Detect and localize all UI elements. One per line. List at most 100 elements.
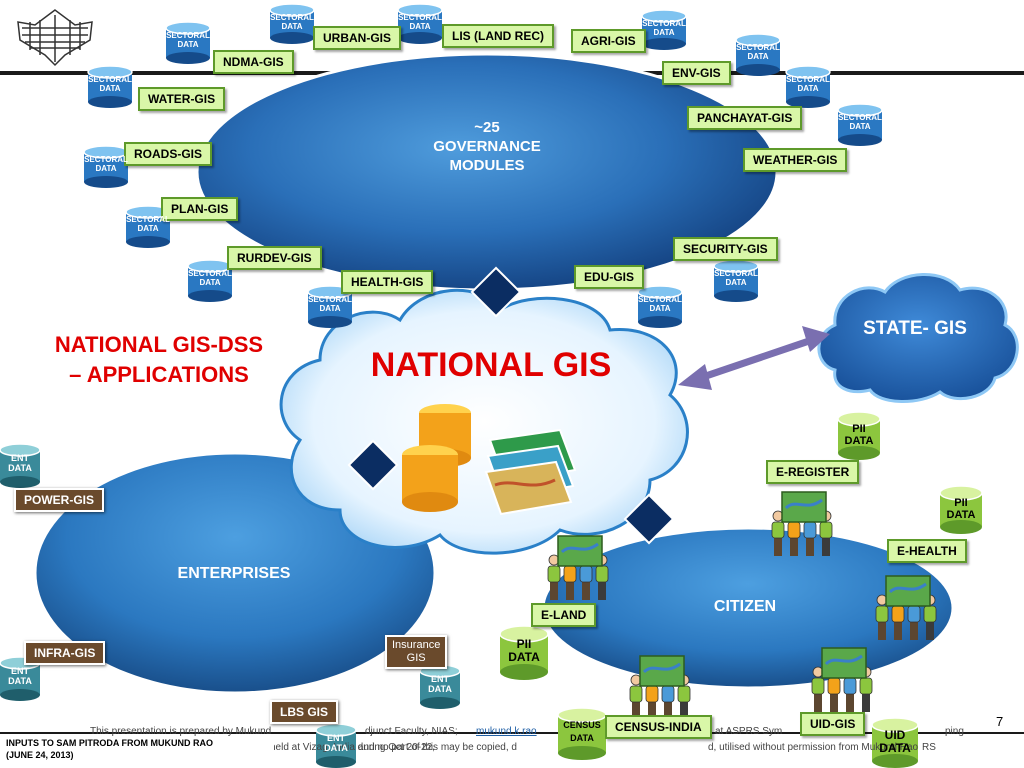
database-label-line2: DATA — [747, 52, 769, 61]
label-lis[interactable]: LIS (LAND REC) — [442, 24, 554, 48]
label-plan-gis[interactable]: PLAN-GIS — [161, 197, 239, 221]
database-label-line1: UID — [884, 728, 906, 742]
person-legs — [910, 622, 918, 640]
map-river — [560, 542, 599, 554]
database-icon — [871, 717, 919, 768]
label-uid-gis[interactable]: UID-GIS — [800, 712, 866, 736]
label-e-land[interactable]: E-LAND — [531, 603, 597, 627]
person-body — [923, 605, 937, 623]
person-body — [907, 605, 921, 623]
database-icon — [837, 411, 881, 460]
person-body — [843, 677, 857, 695]
label-e-register[interactable]: E-REGISTER — [766, 460, 860, 484]
database-label-line2: DATA — [570, 733, 594, 743]
database-label-line2: DATA — [797, 84, 819, 93]
database-icon — [307, 285, 353, 328]
database-label-line2: DATA — [653, 28, 675, 37]
database-label-line1: SECTORAL — [308, 295, 352, 304]
database-icon — [557, 707, 607, 760]
person-legs — [648, 702, 656, 720]
label-edu-gis[interactable]: EDU-GIS — [574, 265, 645, 289]
person-legs — [680, 702, 688, 720]
label-health-gis[interactable]: HEALTH-GIS — [341, 270, 434, 294]
label-env-gis[interactable]: ENV-GIS — [662, 61, 731, 85]
database-label-line2: DATA — [99, 84, 121, 93]
database-icon — [187, 259, 233, 302]
label-water-gis[interactable]: WATER-GIS — [138, 87, 226, 111]
footer-rule — [0, 732, 1024, 734]
database-label-line2: DATA — [849, 122, 871, 131]
person-body — [875, 605, 889, 623]
footer-text-1: This presentation is prepared by Mukund — [90, 726, 272, 737]
database-label-line2: DATA — [428, 684, 452, 694]
database-label-line2: DATA — [319, 304, 341, 313]
database-icon — [165, 21, 211, 64]
map-river — [642, 662, 681, 674]
database-label-line1: PII — [852, 423, 866, 435]
label-census-india[interactable]: CENSUS-INDIA — [605, 715, 712, 739]
person-legs — [862, 694, 870, 712]
person-body — [579, 565, 593, 583]
person-body — [677, 685, 691, 703]
label-weather-gis[interactable]: WEATHER-GIS — [743, 148, 848, 172]
database-label-line1: SECTORAL — [638, 295, 682, 304]
central-title: NATIONAL GIS — [370, 346, 612, 384]
database-label-line1: SECTORAL — [88, 75, 132, 84]
database-label-line1: SECTORAL — [126, 215, 170, 224]
insurance-line2: GIS — [406, 652, 426, 664]
label-infra-gis[interactable]: INFRA-GIS — [24, 641, 106, 665]
label-e-health[interactable]: E-HEALTH — [887, 539, 967, 563]
person-legs — [790, 538, 798, 556]
label-insurance-gis[interactable]: Insurance GIS — [385, 635, 448, 669]
database-cylinders — [0, 3, 983, 768]
label-power-gis[interactable]: POWER-GIS — [14, 488, 105, 512]
footer-text-4: ping — [945, 726, 964, 737]
footer-text-2: djunct Faculty, NIAS; — [365, 726, 458, 737]
person-body — [645, 685, 659, 703]
label-security-gis[interactable]: SECURITY-GIS — [673, 237, 778, 261]
person-legs — [878, 622, 886, 640]
label-rurdev-gis[interactable]: RURDEV-GIS — [227, 246, 322, 270]
database-label-line2: DATA — [281, 22, 303, 31]
database-label-line1: SECTORAL — [84, 155, 128, 164]
label-panchayat-gis[interactable]: PANCHAYAT-GIS — [687, 106, 803, 130]
side-title: NATIONAL GIS-DSS – APPLICATIONS — [14, 330, 304, 390]
label-lbs-gis[interactable]: LBS GIS — [270, 700, 339, 724]
label-ndma-gis[interactable]: NDMA-GIS — [213, 50, 294, 74]
label-urban-gis[interactable]: URBAN-GIS — [313, 26, 401, 50]
database-label-line1: ENT — [431, 674, 449, 684]
label-agri-gis[interactable]: AGRI-GIS — [571, 29, 646, 53]
governance-line2: GOVERNANCE — [433, 138, 541, 155]
footer-link[interactable]: mukund.k.rao — [476, 726, 537, 737]
database-label-line1: SECTORAL — [270, 13, 314, 22]
database-label-line2: DATA — [725, 278, 747, 287]
person-legs — [814, 694, 822, 712]
database-label-line1: ENT — [11, 666, 29, 676]
person-legs — [822, 538, 830, 556]
map-thumbnails — [557, 491, 931, 687]
insurance-line1: Insurance — [392, 639, 441, 651]
map-river — [824, 654, 863, 666]
footer-left-box: INPUTS TO SAM PITRODA FROM MUKUND RAO (J… — [6, 737, 274, 765]
gis-database-icon — [402, 404, 577, 516]
person-legs — [846, 694, 854, 712]
footer-text-7: d, utilised without permission from Muku… — [708, 742, 919, 753]
connector-citizen — [623, 493, 675, 545]
person-body — [803, 521, 817, 539]
database-label-line2: DATA — [324, 743, 348, 753]
database-label-line1: SECTORAL — [398, 13, 442, 22]
database-label-line2: DATA — [137, 224, 159, 233]
connector-enterprises — [347, 439, 399, 491]
database-icon — [397, 3, 443, 44]
label-roads-gis[interactable]: ROADS-GIS — [124, 142, 213, 166]
person-body — [811, 677, 825, 695]
